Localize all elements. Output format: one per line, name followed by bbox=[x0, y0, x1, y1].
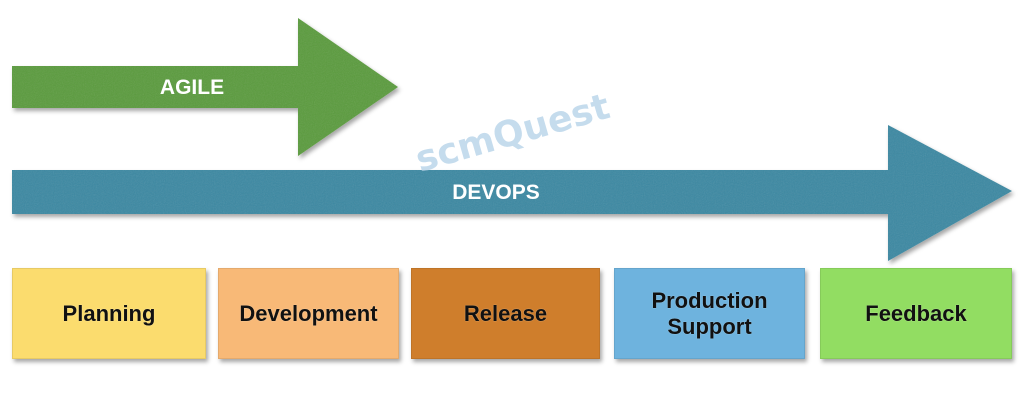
stage-production-support-label-line-1: Production bbox=[651, 287, 768, 313]
stage-planning-label: Planning bbox=[62, 300, 156, 326]
stage-planning: Planning bbox=[12, 268, 206, 359]
stage-development-label: Development bbox=[239, 300, 378, 326]
devops-arrow-texture bbox=[12, 125, 1012, 261]
stage-release-label: Release bbox=[463, 300, 548, 326]
agile-arrow-texture bbox=[12, 18, 398, 156]
agile-label: AGILE bbox=[160, 76, 224, 99]
watermark-text: scmQuest bbox=[411, 86, 614, 180]
stage-feedback: Feedback bbox=[820, 268, 1012, 359]
stage-production-support: Production Support bbox=[614, 268, 805, 359]
stage-production-support-label-line-2: Support bbox=[667, 313, 752, 339]
stage-feedback-label: Feedback bbox=[865, 300, 967, 326]
stage-development: Development bbox=[218, 268, 399, 359]
devops-label: DEVOPS bbox=[452, 181, 540, 204]
stage-release: Release bbox=[411, 268, 600, 359]
